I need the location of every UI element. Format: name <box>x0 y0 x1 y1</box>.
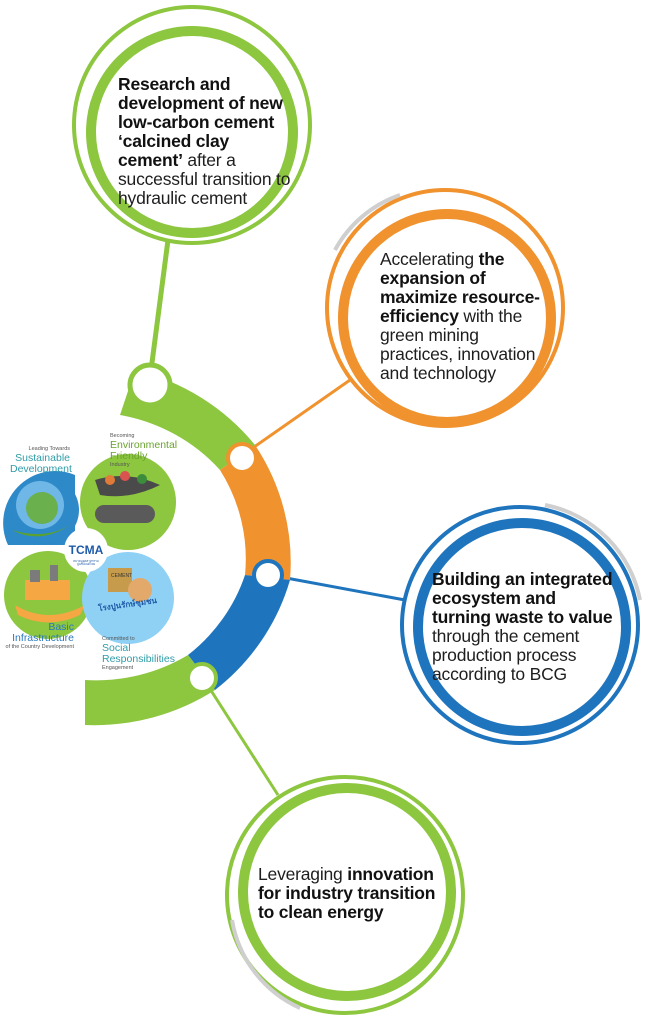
pillar-sustainable-big: Sustainable Development <box>10 452 72 475</box>
node-orange <box>226 442 258 474</box>
pillars-graphic: TCMA <box>3 454 176 644</box>
pillar-social-small: Committed to <box>102 636 135 642</box>
connector-green-bottom <box>201 677 280 796</box>
circle-blue-normal: through the cement production process ac… <box>432 626 580 684</box>
circle-green-bottom-lead: Leveraging <box>258 864 343 884</box>
pillar-environmental-small: Becoming <box>110 433 135 439</box>
circle-green-top-text: Research and development of new low-carb… <box>118 75 293 208</box>
circle-orange-lead: Accelerating <box>380 249 474 269</box>
circle-blue-text: Building an integrated ecosystem and tur… <box>432 570 617 684</box>
pillar-sustainable-small: Leading Towards <box>28 446 70 452</box>
pillar-environmental-big: Environmental Friendly <box>110 439 178 462</box>
petal-social <box>82 552 174 644</box>
circle-green-bottom-bold: innovation for industry transition to cl… <box>258 864 436 922</box>
mascot-badge: CEMENT <box>111 573 133 579</box>
logo-text: TCMA <box>69 543 104 557</box>
pillar-label-infrastructure: Basic Infrastructure of the Country Deve… <box>2 622 74 651</box>
node-green-bottom <box>186 662 218 694</box>
pillar-label-sustainable: Leading Towards Sustainable Development <box>10 446 72 475</box>
tcma-logo <box>64 528 108 572</box>
circle-blue-bold: Building an integrated ecosystem and tur… <box>432 569 613 627</box>
node-green-top-inner <box>139 374 161 396</box>
arc-segment-blue <box>188 575 290 690</box>
pillar-infrastructure-big: Basic Infrastructure <box>12 621 74 644</box>
globe-icon <box>26 492 58 524</box>
circle-blue <box>400 503 642 745</box>
circle-green-top <box>72 5 312 245</box>
circle-green-top-bold: Research and development of new low-carb… <box>118 74 283 170</box>
pillar-environmental-small2: Industry <box>110 462 130 468</box>
connector-green-top <box>147 239 171 379</box>
node-blue <box>252 559 284 591</box>
circle-orange <box>325 188 565 428</box>
circle-orange-normal: with the green mining practices, innovat… <box>380 306 536 383</box>
connector-blue <box>269 573 406 602</box>
circle-green-top-normal: after a successful transition to hydraul… <box>118 150 291 208</box>
connector-orange <box>243 378 351 456</box>
circle-green-bottom <box>225 775 465 1015</box>
pillar-label-social: Committed to Social Responsibilities Eng… <box>102 636 182 672</box>
circle-orange-text: Accelerating the expansion of maximize r… <box>380 250 550 383</box>
pillar-social-big: Social Responsibilities <box>102 642 175 665</box>
pillar-social-small2: Engagement <box>102 665 134 671</box>
logo-tagline: สมาคมอุตสาหกรรมปูนซีเมนต์ไทย <box>73 559 99 566</box>
arc-segment-orange <box>220 445 291 580</box>
circle-green-bottom-text: Leveraging innovation for industry trans… <box>258 865 448 922</box>
pillar-infrastructure-small2: of the Country Development <box>5 644 74 650</box>
circle-orange-bold: the expansion of maximize resource-effic… <box>380 249 540 326</box>
arc-segment-green-bottom <box>85 655 215 726</box>
pillar-label-environmental: Becoming Environmental Friendly Industry <box>110 433 180 469</box>
